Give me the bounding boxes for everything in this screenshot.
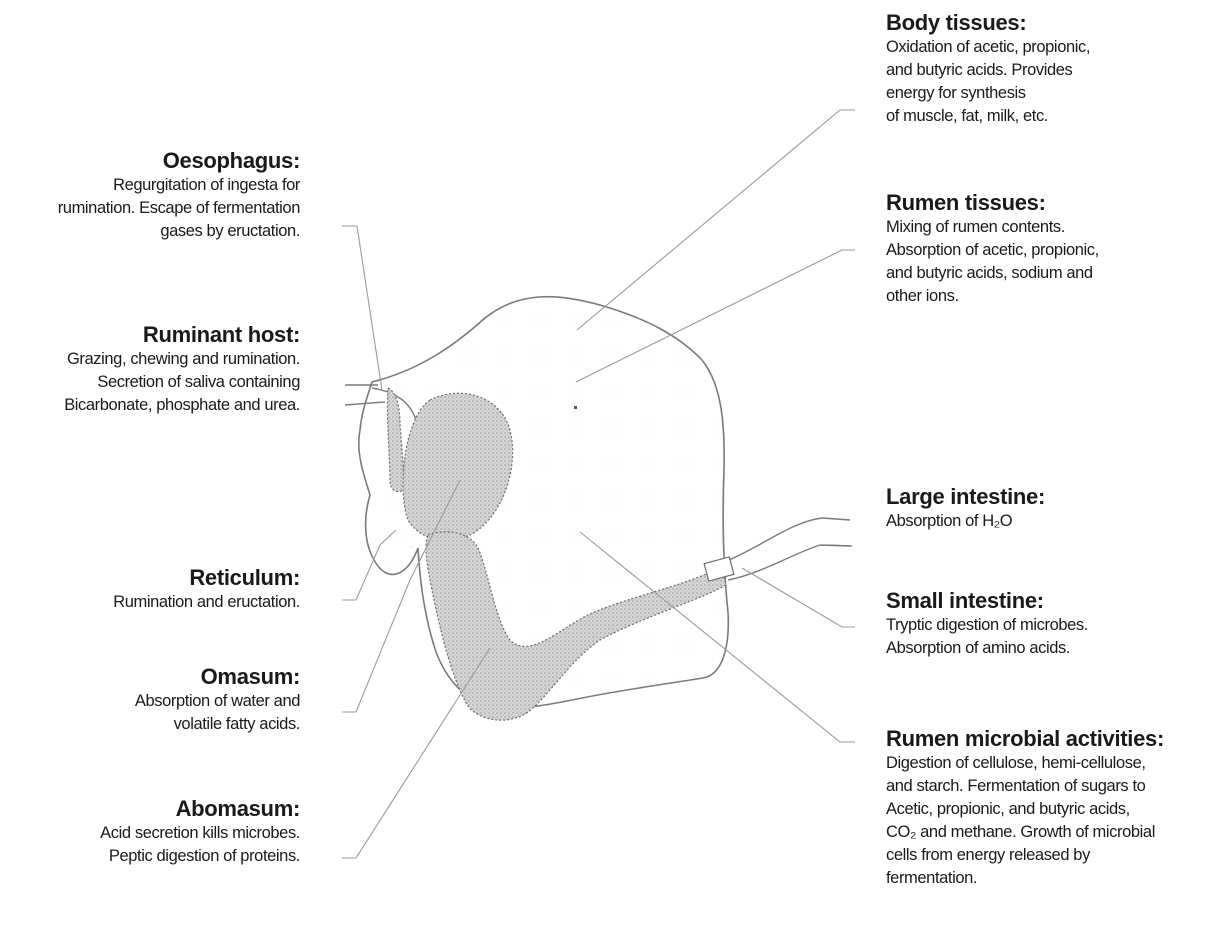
label-line: Peptic digestion of proteins. bbox=[100, 845, 300, 868]
label-small-intestine: Small intestine: Tryptic digestion of mi… bbox=[886, 588, 1088, 660]
label-line: Absorption of acetic, propionic, bbox=[886, 239, 1099, 262]
label-line: Regurgitation of ingesta for bbox=[58, 174, 300, 197]
label-line: Mixing of rumen contents. bbox=[886, 216, 1099, 239]
label-ruminant-host: Ruminant host: Grazing, chewing and rumi… bbox=[64, 322, 300, 417]
label-line: Absorption of amino acids. bbox=[886, 637, 1088, 660]
label-title: Ruminant host: bbox=[64, 322, 300, 348]
label-line: energy for synthesis bbox=[886, 82, 1090, 105]
label-line: Oxidation of acetic, propionic, bbox=[886, 36, 1090, 59]
intestine-tube bbox=[724, 518, 850, 580]
label-body-tissues: Body tissues: Oxidation of acetic, propi… bbox=[886, 10, 1090, 128]
label-title: Abomasum: bbox=[100, 796, 300, 822]
label-title: Large intestine: bbox=[886, 484, 1045, 510]
label-line: cells from energy released by bbox=[886, 844, 1164, 867]
label-omasum: Omasum: Absorption of water and volatile… bbox=[135, 664, 300, 736]
label-line: Acetic, propionic, and butyric acids, bbox=[886, 798, 1164, 821]
label-line: Secretion of saliva containing bbox=[64, 371, 300, 394]
label-oesophagus: Oesophagus: Regurgitation of ingesta for… bbox=[58, 148, 300, 243]
label-line: of muscle, fat, milk, etc. bbox=[886, 105, 1090, 128]
label-line: CO₂ and methane. Growth of microbial bbox=[886, 821, 1164, 844]
label-rumen-microbial-activities: Rumen microbial activities: Digestion of… bbox=[886, 726, 1164, 890]
label-title: Omasum: bbox=[135, 664, 300, 690]
label-line: and butyric acids, sodium and bbox=[886, 262, 1099, 285]
label-line: other ions. bbox=[886, 285, 1099, 308]
label-line: gases by eructation. bbox=[58, 220, 300, 243]
label-line: volatile fatty acids. bbox=[135, 713, 300, 736]
rumen-mark bbox=[574, 406, 577, 409]
label-title: Rumen microbial activities: bbox=[886, 726, 1164, 752]
label-line: and butyric acids. Provides bbox=[886, 59, 1090, 82]
label-title: Reticulum: bbox=[113, 565, 300, 591]
label-line: Tryptic digestion of microbes. bbox=[886, 614, 1088, 637]
label-reticulum: Reticulum: Rumination and eructation. bbox=[113, 565, 300, 614]
label-line: Absorption of water and bbox=[135, 690, 300, 713]
label-line: Grazing, chewing and rumination. bbox=[64, 348, 300, 371]
label-line: Absorption of H₂O bbox=[886, 510, 1045, 533]
label-rumen-tissues: Rumen tissues: Mixing of rumen contents.… bbox=[886, 190, 1099, 308]
label-title: Small intestine: bbox=[886, 588, 1088, 614]
label-title: Body tissues: bbox=[886, 10, 1090, 36]
label-abomasum: Abomasum: Acid secretion kills microbes.… bbox=[100, 796, 300, 868]
label-title: Rumen tissues: bbox=[886, 190, 1099, 216]
label-line: and starch. Fermentation of sugars to bbox=[886, 775, 1164, 798]
label-line: Digestion of cellulose, hemi-cellulose, bbox=[886, 752, 1164, 775]
label-line: fermentation. bbox=[886, 867, 1164, 890]
label-line: Rumination and eructation. bbox=[113, 591, 300, 614]
label-large-intestine: Large intestine: Absorption of H₂O bbox=[886, 484, 1045, 533]
label-title: Oesophagus: bbox=[58, 148, 300, 174]
label-line: rumination. Escape of fermentation bbox=[58, 197, 300, 220]
label-line: Acid secretion kills microbes. bbox=[100, 822, 300, 845]
label-line: Bicarbonate, phosphate and urea. bbox=[64, 394, 300, 417]
